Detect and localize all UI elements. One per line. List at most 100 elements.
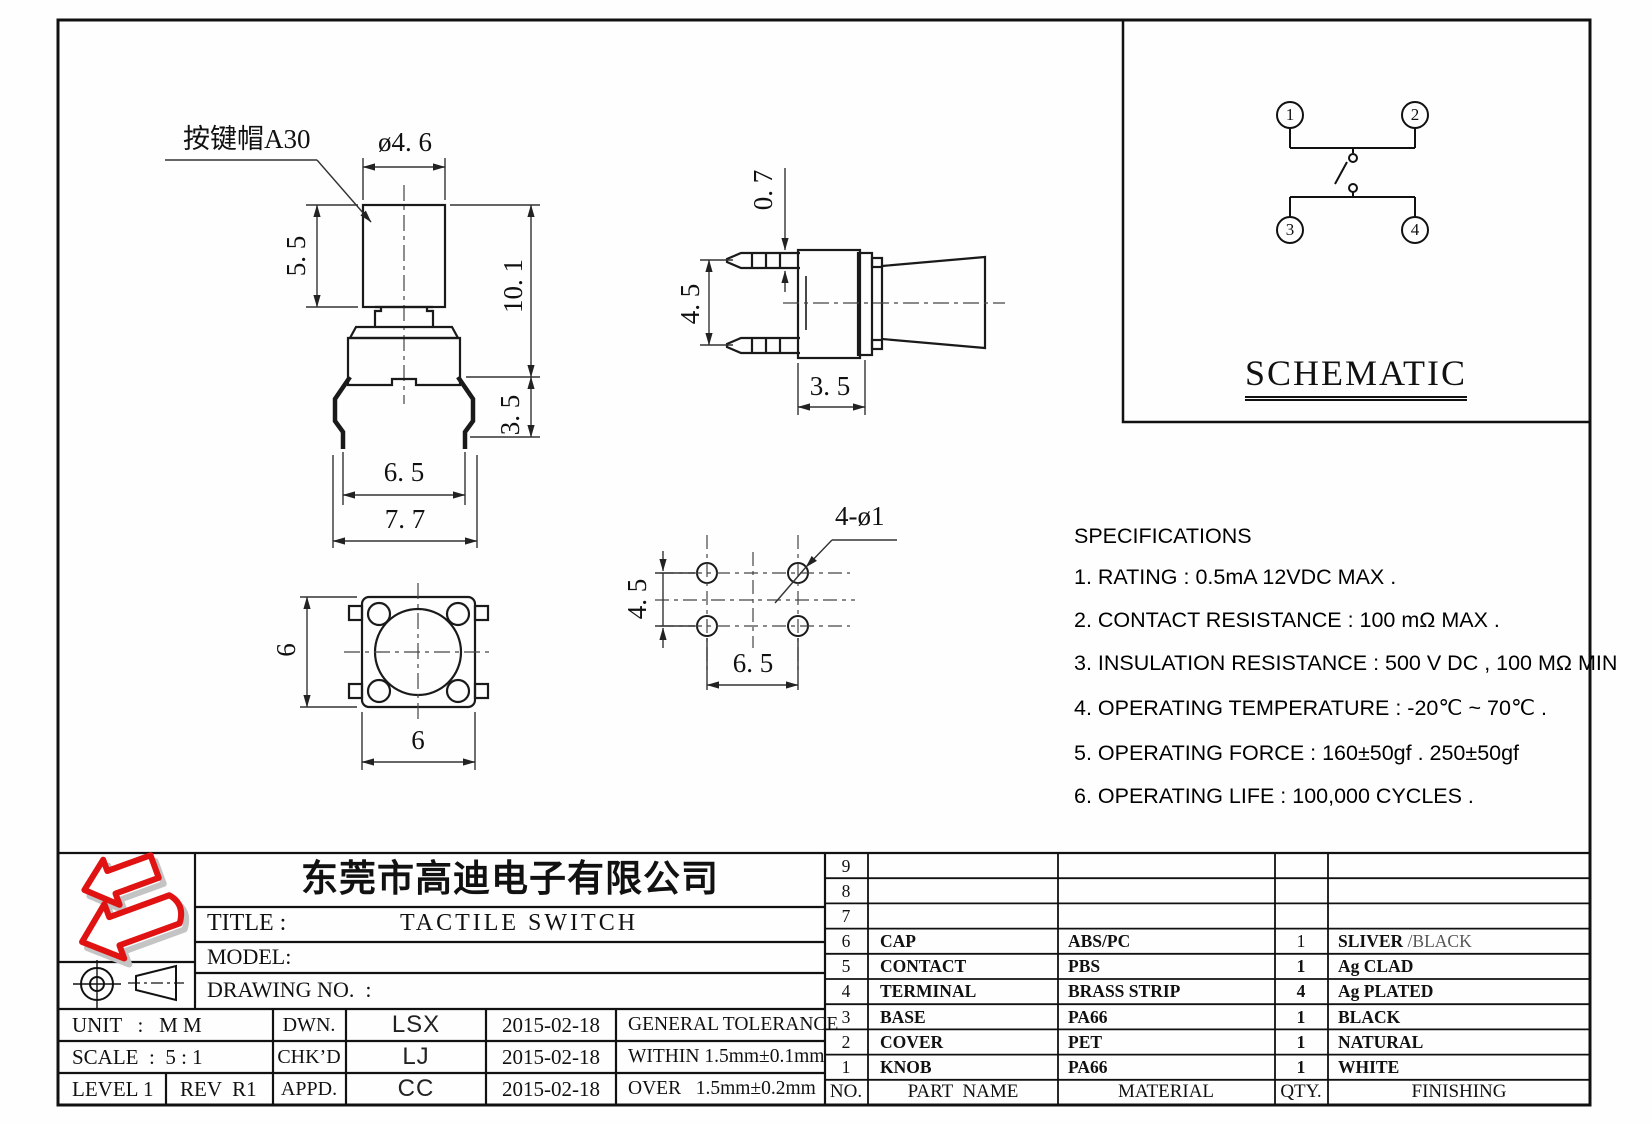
- part-row-material: PET: [1068, 1032, 1103, 1052]
- part-row-no: 7: [841, 906, 851, 926]
- part-row-no: 4: [841, 981, 851, 1001]
- part-row-material: BRASS STRIP: [1068, 981, 1181, 1001]
- parts-header-qty: QTY.: [1280, 1081, 1322, 1102]
- dwn-date: 2015-02-18: [502, 1013, 600, 1037]
- pin-thickness-dim: 0. 7: [747, 169, 778, 211]
- part-row-qty: 1: [1296, 956, 1306, 976]
- part-row-name: CONTACT: [880, 956, 967, 976]
- bottom-view-drawing: [344, 583, 493, 721]
- part-row-finishing: WHITE: [1338, 1057, 1400, 1077]
- part-row-finishing: NATURAL: [1338, 1032, 1424, 1052]
- part-row-finishing: Ag PLATED: [1338, 981, 1434, 1001]
- specs-title: SPECIFICATIONS: [1074, 524, 1252, 548]
- schematic-pin-2: 2: [1410, 105, 1420, 124]
- appd-label: APPD.: [280, 1078, 338, 1100]
- schematic-pin-4: 4: [1410, 220, 1420, 239]
- title-label: TITLE :: [207, 910, 287, 936]
- part-row-name: COVER: [880, 1032, 944, 1052]
- pin-pitch-dim: 4. 5: [674, 283, 705, 325]
- spec-item: 2. CONTACT RESISTANCE : 100 mΩ MAX .: [1074, 608, 1500, 632]
- unit-field: UNIT : M M: [72, 1013, 202, 1037]
- bottom-height-dim: 6: [270, 643, 301, 657]
- side-view-drawing: [725, 248, 1005, 360]
- hole-callout-dim: 4-ø1: [835, 501, 885, 531]
- model-label: MODEL:: [207, 944, 292, 969]
- parts-header-no: NO.: [829, 1081, 863, 1102]
- appd-date: 2015-02-18: [502, 1077, 600, 1101]
- spec-item: 1. RATING : 0.5mA 12VDC MAX .: [1074, 565, 1397, 589]
- schematic-title: SCHEMATIC: [1244, 354, 1468, 401]
- part-row-finishing: BLACK: [1338, 1007, 1401, 1027]
- schematic-circuit: [1276, 101, 1429, 244]
- part-row-name: BASE: [880, 1007, 926, 1027]
- front-view-drawing: [332, 185, 476, 449]
- title-block-grid: [58, 851, 1590, 1105]
- parts-header-material: MATERIAL: [1117, 1081, 1215, 1102]
- parts-header-finishing: FINISHING: [1411, 1081, 1507, 1102]
- drawing-no-label: DRAWING NO. :: [207, 977, 372, 1002]
- side-view-dimensions: [700, 168, 866, 415]
- part-row-material: PBS: [1068, 956, 1101, 976]
- spec-item: 5. OPERATING FORCE : 160±50gf . 250±50gf: [1074, 741, 1520, 765]
- part-row-material: PA66: [1068, 1057, 1108, 1077]
- part-row-no: 1: [841, 1057, 851, 1077]
- chkd-date: 2015-02-18: [502, 1045, 600, 1069]
- leg-height-dim: 3. 5: [494, 394, 525, 436]
- hole-pitch-v-dim: 4. 5: [621, 578, 652, 620]
- appd-name: CC: [397, 1075, 435, 1102]
- projection-symbol-icon: [73, 960, 184, 1008]
- spec-item: 4. OPERATING TEMPERATURE : -20℃ ~ 70℃ .: [1074, 696, 1548, 720]
- inner-width-dim: 6. 5: [383, 457, 425, 487]
- company-name: 东莞市高迪电子有限公司: [301, 858, 719, 899]
- scale-field: SCALE : 5 : 1: [72, 1045, 203, 1069]
- schematic-box: [1121, 21, 1590, 424]
- part-row-material: ABS/PC: [1068, 931, 1131, 951]
- hole-pitch-h-dim: 6. 5: [732, 648, 774, 678]
- outer-width-dim: 7. 7: [384, 504, 426, 534]
- chkd-label: CHK’D: [277, 1046, 341, 1068]
- part-row-no: 9: [841, 856, 851, 876]
- part-row-name: CAP: [880, 931, 916, 951]
- part-row-name: KNOB: [880, 1057, 932, 1077]
- parts-table-grid: [825, 853, 1590, 1105]
- front-view-dimensions: [165, 158, 540, 548]
- part-row-finishing: Ag CLAD: [1338, 956, 1414, 976]
- cap-callout-label: 按键帽A30: [183, 124, 311, 154]
- finishing-secondary: /BLACK: [1403, 931, 1472, 951]
- part-row-no: 8: [841, 881, 851, 901]
- total-height-dim: 10. 1: [497, 259, 528, 313]
- rev-field: REV R1: [180, 1077, 257, 1101]
- parts-header-part: PART NAME: [907, 1081, 1019, 1102]
- level-field: LEVEL 1: [72, 1077, 154, 1101]
- part-row-finishing: SLIVER /BLACK: [1338, 932, 1472, 950]
- part-row-material: PA66: [1068, 1007, 1108, 1027]
- part-row-qty: 1: [1296, 1032, 1306, 1052]
- part-row-no: 5: [841, 956, 851, 976]
- schematic-pin-1: 1: [1285, 105, 1295, 124]
- part-row-qty: 4: [1296, 981, 1306, 1001]
- tolerance-within: WITHIN 1.5mm±0.1mm: [628, 1046, 825, 1067]
- cap-height-dim: 5. 5: [280, 235, 311, 277]
- body-width-dim: 3. 5: [809, 371, 851, 401]
- tolerance-over: OVER 1.5mm±0.2mm: [628, 1078, 816, 1099]
- bottom-view-dimensions: [300, 596, 476, 770]
- dwn-label: DWN.: [282, 1014, 336, 1036]
- spec-item: 6. OPERATING LIFE : 100,000 CYCLES .: [1074, 784, 1474, 808]
- tolerance-title: GENERAL TOLERANCE: [628, 1014, 839, 1035]
- company-logo: [79, 852, 190, 968]
- pcb-layout-drawing: [655, 535, 855, 675]
- bottom-width-dim: 6: [411, 725, 425, 755]
- part-row-no: 6: [841, 931, 851, 951]
- part-row-qty: 1: [1296, 1057, 1306, 1077]
- part-row-qty: 1: [1296, 931, 1306, 951]
- finishing-primary: SLIVER: [1338, 931, 1404, 951]
- dwn-name: LSX: [391, 1011, 441, 1038]
- part-row-qty: 1: [1296, 1007, 1306, 1027]
- part-row-name: TERMINAL: [880, 981, 977, 1001]
- spec-item: 3. INSULATION RESISTANCE : 500 V DC , 10…: [1074, 651, 1618, 675]
- schematic-pin-3: 3: [1285, 220, 1295, 239]
- title-value: TACTILE SWITCH: [400, 910, 639, 936]
- pcb-layout-dimensions: [655, 539, 897, 690]
